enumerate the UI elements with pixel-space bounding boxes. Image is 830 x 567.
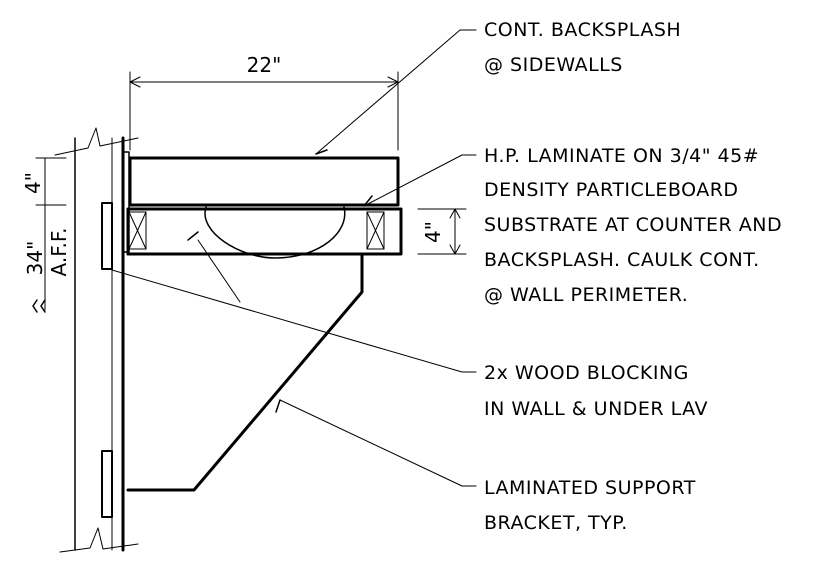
callout-laminate-line4: BACKSPLASH. CAULK CONT. (484, 249, 760, 271)
callout-blocking-line1: 2x WOOD BLOCKING (484, 362, 689, 384)
wall-blocking-upper (101, 202, 113, 270)
dim-aff-value: 34" (23, 241, 47, 276)
leader-backsplash-tip (315, 149, 328, 155)
leader-backsplash (315, 29, 477, 155)
blocking-under-lav (126, 207, 403, 256)
dim-aff-arrow-1 (32, 299, 38, 313)
blocking-right-box (366, 211, 385, 250)
callout-laminate-line3: SUBSTRATE AT COUNTER AND (484, 214, 782, 236)
dimension-counter-thickness: 4" (417, 208, 467, 255)
dim-22-text: 22" (247, 53, 282, 77)
callout-bracket-line1: LAMINATED SUPPORT (484, 477, 696, 499)
dimension-counter-depth: 22" (129, 53, 399, 151)
callout-backsplash: CONT. BACKSPLASH @ SIDEWALLS (484, 19, 681, 76)
wall-blocking-lower (101, 450, 113, 518)
leader-blocking-wall (111, 269, 477, 373)
dim-ct-arrow-top (449, 208, 461, 219)
wall (54, 127, 139, 553)
blocking-left-box (128, 211, 147, 250)
blocking-band (126, 207, 403, 256)
break-line-bottom (59, 527, 139, 553)
callout-laminate-line5: @ WALL PERIMETER. (484, 284, 688, 306)
leader-blocking-lav-tip (187, 231, 199, 241)
leader-laminate (363, 154, 477, 207)
dim-ct-text: 4" (421, 221, 445, 243)
break-line-top (54, 127, 139, 156)
callout-bracket-line2: BRACKET, TYP. (484, 512, 628, 534)
dim-22-arrow-right (387, 76, 399, 88)
callout-blocking: 2x WOOD BLOCKING IN WALL & UNDER LAV (484, 362, 708, 420)
dim-bs-text: 4" (21, 172, 45, 194)
dim-22-arrow-left (129, 76, 141, 88)
leader-lines (111, 29, 477, 487)
countertop-slab (128, 156, 400, 207)
dim-aff-arrow-2 (40, 299, 46, 313)
blocking-right-x2 (366, 211, 385, 250)
dim-ct-arrow-bottom (449, 244, 461, 255)
leader-bracket (279, 399, 477, 487)
callout-bracket: LAMINATED SUPPORT BRACKET, TYP. (484, 477, 696, 534)
callout-backsplash-line1: CONT. BACKSPLASH (484, 19, 681, 41)
callout-laminate-line2: DENSITY PARTICLEBOARD (484, 179, 739, 201)
callout-laminate: H.P. LAMINATE ON 3/4" 45# DENSITY PARTIC… (484, 145, 782, 306)
dimension-mount-height: 34" A.F.F. (23, 204, 71, 313)
callout-laminate-line1: H.P. LAMINATE ON 3/4" 45# (484, 145, 759, 167)
dim-aff-ref: A.F.F. (47, 228, 71, 277)
callout-blocking-line2: IN WALL & UNDER LAV (484, 398, 708, 420)
dimension-backsplash-height: 4" (21, 157, 67, 206)
leader-bracket-tip (275, 399, 281, 413)
leader-blocking-lav (197, 239, 241, 303)
sink-bowl (204, 206, 346, 259)
callout-backsplash-line2: @ SIDEWALLS (484, 54, 623, 76)
blocking-left-x2 (128, 211, 147, 250)
support-bracket (126, 252, 364, 492)
leader-laminate-tip (363, 195, 373, 207)
